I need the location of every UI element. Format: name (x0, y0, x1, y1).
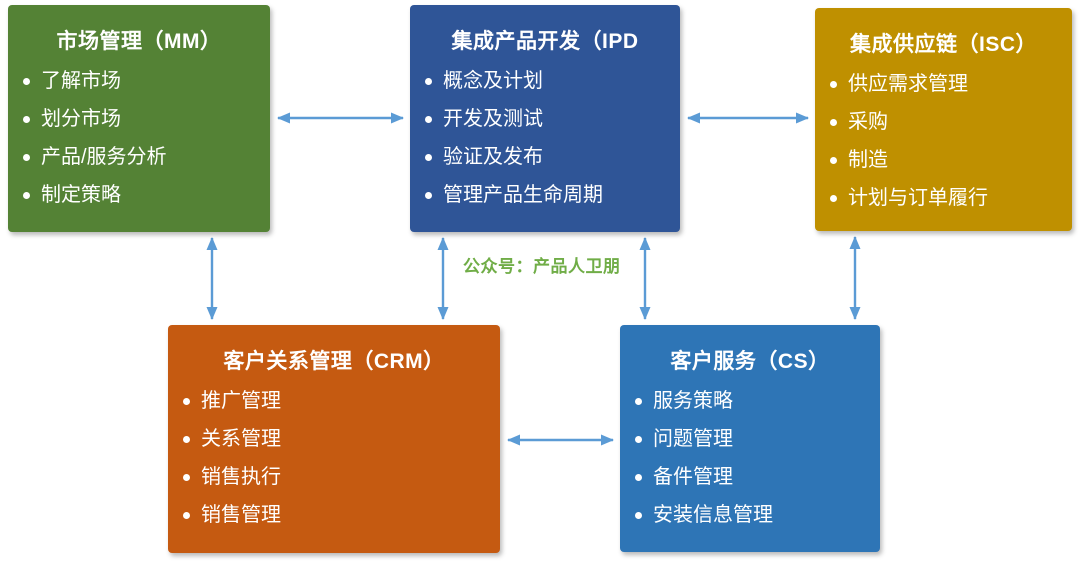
list-item: 采购 (827, 103, 1066, 141)
box-title-crm: 客户关系管理（CRM） (223, 350, 445, 373)
list-item: 销售管理 (180, 496, 494, 534)
list-item: 概念及计划 (422, 62, 674, 100)
box-list-cs: 服务策略 问题管理 备件管理 安装信息管理 (620, 382, 880, 534)
list-item: 验证及发布 (422, 138, 674, 176)
box-list-crm: 推广管理 关系管理 销售执行 销售管理 (168, 382, 500, 534)
list-item: 供应需求管理 (827, 65, 1066, 103)
box-integrated-supply-chain: 集成供应链（ISC） 供应需求管理 采购 制造 计划与订单履行 (815, 8, 1072, 231)
box-market-management: 市场管理（MM） 了解市场 划分市场 产品/服务分析 制定策略 (8, 5, 270, 232)
box-title-isc: 集成供应链（ISC） (849, 33, 1037, 56)
list-item: 问题管理 (632, 420, 874, 458)
list-item: 关系管理 (180, 420, 494, 458)
box-customer-relationship-management: 客户关系管理（CRM） 推广管理 关系管理 销售执行 销售管理 (168, 325, 500, 553)
list-item: 推广管理 (180, 382, 494, 420)
box-list-mm: 了解市场 划分市场 产品/服务分析 制定策略 (8, 62, 270, 214)
list-item: 安装信息管理 (632, 496, 874, 534)
list-item: 管理产品生命周期 (422, 176, 674, 214)
list-item: 销售执行 (180, 458, 494, 496)
box-customer-service: 客户服务（CS） 服务策略 问题管理 备件管理 安装信息管理 (620, 325, 880, 552)
list-item: 开发及测试 (422, 100, 674, 138)
list-item: 划分市场 (20, 100, 264, 138)
list-item: 了解市场 (20, 62, 264, 100)
watermark-text: 公众号：产品人卫朋 (463, 257, 621, 276)
list-item: 备件管理 (632, 458, 874, 496)
box-title-ipd: 集成产品开发（IPD (451, 30, 639, 53)
list-item: 计划与订单履行 (827, 179, 1066, 217)
list-item: 产品/服务分析 (20, 138, 264, 176)
box-title-cs: 客户服务（CS） (670, 350, 830, 373)
box-list-isc: 供应需求管理 采购 制造 计划与订单履行 (815, 65, 1072, 217)
box-title-mm: 市场管理（MM） (56, 30, 222, 53)
list-item: 制定策略 (20, 176, 264, 214)
list-item: 制造 (827, 141, 1066, 179)
box-integrated-product-development: 集成产品开发（IPD 概念及计划 开发及测试 验证及发布 管理产品生命周期 (410, 5, 680, 232)
list-item: 服务策略 (632, 382, 874, 420)
box-list-ipd: 概念及计划 开发及测试 验证及发布 管理产品生命周期 (410, 62, 680, 214)
